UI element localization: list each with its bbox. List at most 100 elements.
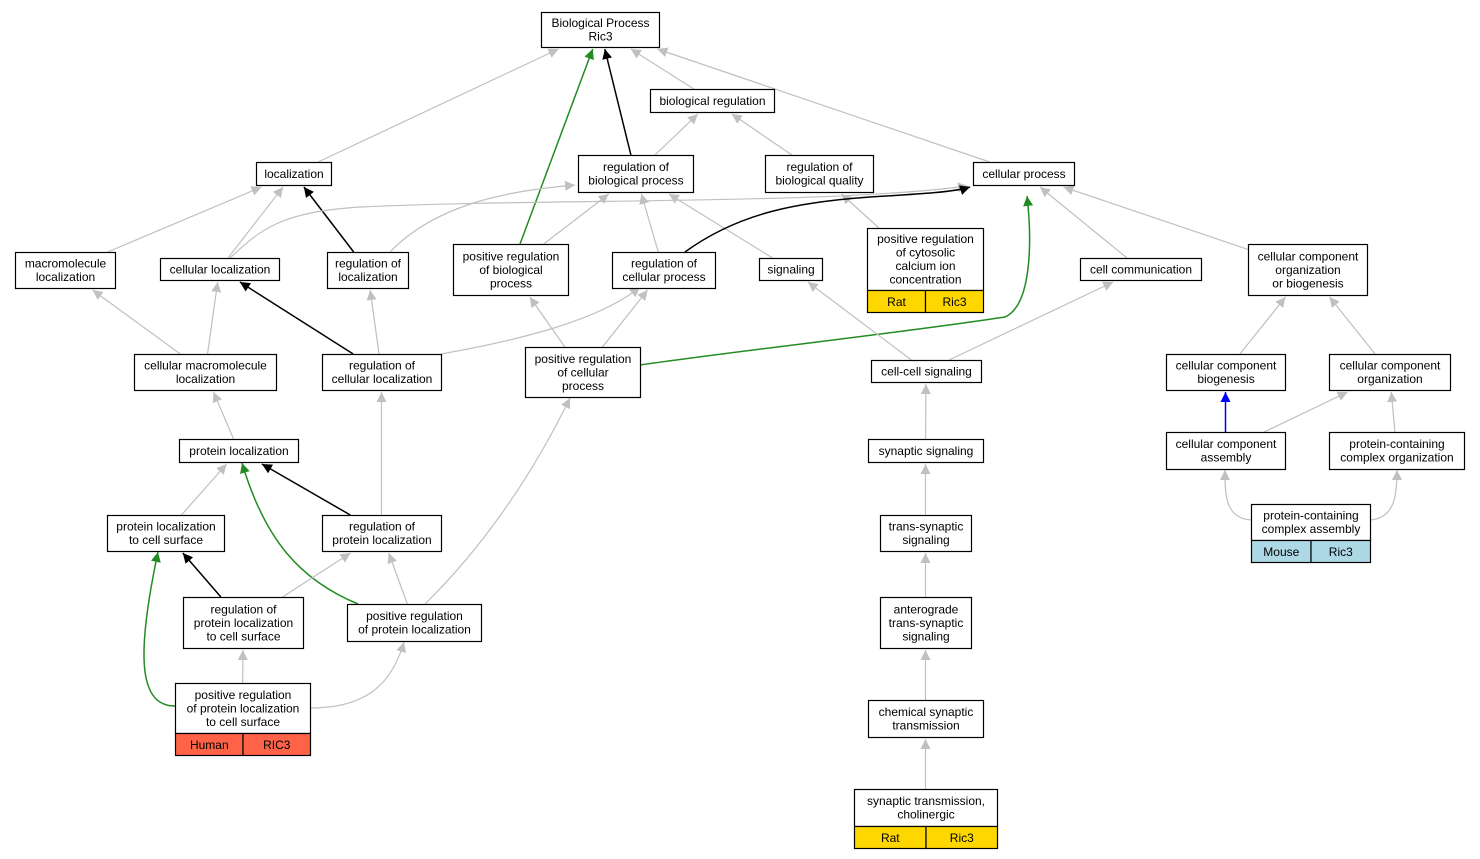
node-box[interactable]: [879, 596, 973, 650]
node-cellular-localization[interactable]: cellular localization: [159, 257, 281, 282]
edge-regulation-of-localization-to-regulation-of-biological-process: [389, 180, 576, 253]
node-box[interactable]: [182, 596, 305, 650]
node-box[interactable]: [178, 438, 300, 464]
node-label-line: biogenesis: [1197, 372, 1254, 386]
gene-cell-box: [925, 825, 999, 850]
node-synaptic-signaling[interactable]: synaptic signaling: [867, 438, 985, 464]
node-label-line: calcium ion: [895, 259, 955, 273]
edge-regulation-of-protein-localization-to-protein-localization: [261, 463, 351, 516]
node-box[interactable]: [452, 243, 570, 297]
node-label-line: signaling: [767, 262, 814, 276]
node-box[interactable]: [1165, 431, 1287, 471]
node-box[interactable]: [133, 353, 278, 392]
node-box[interactable]: [764, 154, 875, 194]
node-cellular-process[interactable]: cellular process: [972, 161, 1076, 187]
node-box[interactable]: [1165, 353, 1287, 392]
node-cell-communication[interactable]: cell communication: [1079, 257, 1203, 282]
edge-cellular-macromolecule-localization-to-macromolecule-localization: [92, 289, 181, 355]
edge-regulation-of-localization-to-localization: [303, 186, 355, 253]
node-label-line: cellular localization: [170, 262, 271, 276]
node-box[interactable]: [867, 438, 985, 464]
node-box[interactable]: [159, 257, 281, 282]
node-biological-regulation[interactable]: biological regulation: [649, 88, 776, 114]
node-box[interactable]: [611, 251, 717, 290]
node-box[interactable]: [1328, 353, 1452, 392]
node-label-line: assembly: [1201, 451, 1252, 465]
node-box[interactable]: [870, 359, 983, 384]
edge-signaling-to-regulation-of-biological-process: [668, 193, 773, 259]
node-label-line: of cellular: [557, 365, 608, 379]
node-box[interactable]: [321, 353, 443, 392]
edge-regulation-of-protein-localization-to-cell-surface-to-regulation-of-protein-localization: [282, 552, 351, 598]
node-box[interactable]: [321, 514, 443, 553]
edge-cell-communication-to-cellular-process: [1039, 186, 1128, 259]
node-box[interactable]: [649, 88, 776, 114]
node-box[interactable]: [326, 251, 410, 290]
node-box[interactable]: [524, 346, 642, 399]
node-box[interactable]: [346, 603, 483, 643]
edge-protein-containing-complex-assembly-to-cellular-component-assembly: [1220, 469, 1252, 521]
node-signaling[interactable]: signaling: [758, 257, 824, 282]
node-label-line: process: [562, 379, 604, 393]
edge-regulation-of-cellular-localization-to-regulation-of-cellular-process: [440, 286, 641, 355]
gene-cell-label: Ric3: [1329, 545, 1353, 559]
node-box[interactable]: [1079, 257, 1203, 282]
node-localization[interactable]: localization: [255, 161, 333, 187]
node-label-line: cellular component: [1258, 249, 1359, 263]
node-label-line: protein localization: [116, 520, 215, 534]
node-box[interactable]: [1247, 243, 1369, 297]
node-label-line: cholinergic: [897, 808, 954, 822]
node-box[interactable]: [255, 161, 333, 187]
node-box[interactable]: [879, 514, 973, 553]
node-label-line: of biological: [479, 263, 542, 277]
node-box[interactable]: [867, 699, 985, 739]
node-label-line: positive regulation: [463, 249, 560, 263]
node-label-line: cellular component: [1176, 437, 1277, 451]
node-box[interactable]: [1328, 431, 1466, 471]
node-label-line: to cell surface: [129, 533, 203, 547]
node-box[interactable]: [540, 11, 661, 49]
node-box[interactable]: [577, 154, 695, 194]
node-box[interactable]: [14, 251, 117, 290]
node-label-line: biological process: [588, 174, 683, 188]
node-label-line: protein localization: [189, 444, 288, 458]
node-label-line: trans-synaptic: [889, 520, 964, 534]
node-box[interactable]: [106, 514, 226, 553]
node-label-line: macromolecule: [25, 257, 107, 271]
node-cell-cell-signaling[interactable]: cell-cell signaling: [870, 359, 983, 384]
edge-positive-regulation-of-biological-process-to-root: [519, 48, 594, 245]
species-cell-label: Rat: [881, 831, 900, 845]
node-box[interactable]: [972, 161, 1076, 187]
node-box[interactable]: [758, 257, 824, 282]
node-protein-localization[interactable]: protein localization: [178, 438, 300, 464]
node-box[interactable]: [866, 227, 985, 292]
node-label-line: regulation of: [349, 359, 416, 373]
